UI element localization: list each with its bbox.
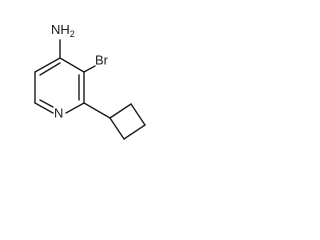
amine-label-text: NH — [51, 22, 70, 37]
bond-n1-c6-inner — [39, 99, 54, 108]
bond-c3-br — [83, 65, 96, 73]
amine-label-subscript: 2 — [70, 29, 75, 39]
bond-n1-c6 — [34, 102, 54, 114]
bond-c2-cyclobutyl — [83, 102, 111, 119]
bond-c4-c3 — [59, 57, 85, 73]
bond-cb1-cb2 — [109, 103, 132, 119]
bond-cb2-cb3 — [130, 103, 146, 126]
bond-cb3-cb4 — [123, 124, 146, 140]
bond-c5-c4 — [34, 57, 61, 73]
ring-nitrogen-label: N — [54, 105, 63, 120]
chemical-structure: NH2 Br N — [34, 22, 146, 140]
bond-cb4-cb1 — [109, 117, 125, 140]
bromine-label: Br — [95, 52, 109, 67]
bond-c5-c4-inner — [39, 62, 61, 76]
amine-label: NH2 — [51, 22, 75, 39]
bond-c2-n1 — [65, 102, 85, 114]
